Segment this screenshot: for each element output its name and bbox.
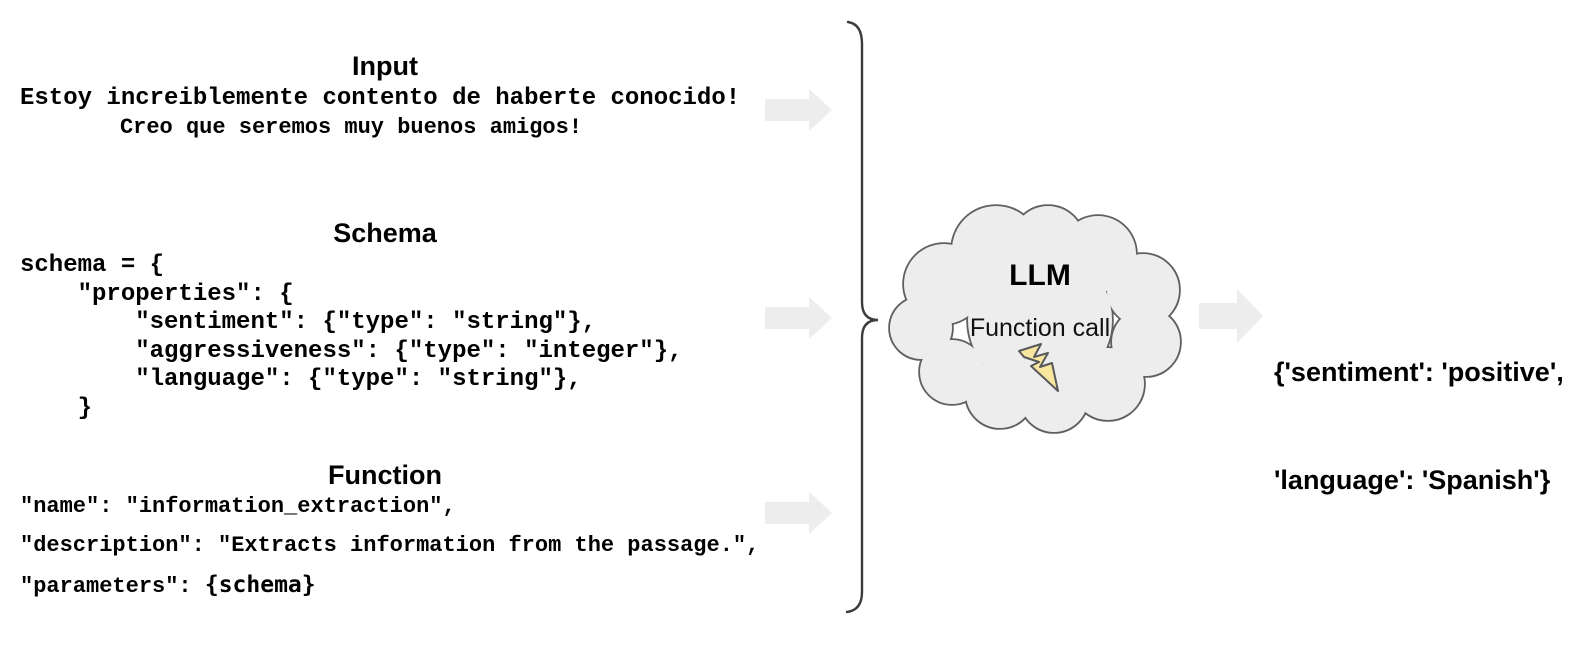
schema-variable-token: {schema} [204,572,316,598]
function-code-line: "name": "information_extraction", [20,494,456,519]
schema-flow-arrow-icon [765,297,832,339]
function-code-line: "description": "Extracts information fro… [20,533,760,558]
function-code-line: "parameters": {schema} [20,574,759,598]
schema-code-line: } [20,394,93,422]
function-code-block: "name": "information_extraction", "descr… [20,496,759,615]
output-flow-arrow-icon [1199,289,1263,343]
llm-label: LLM [1009,259,1071,292]
schema-code-line: "sentiment": {"type": "string"}, [20,309,597,336]
output-result-line-2: 'language': 'Spanish'} [1274,465,1551,495]
schema-code-line: "properties": { [20,280,294,308]
schema-code-line: "aggressiveness": {"type": "integer"}, [20,337,683,365]
function-section-title: Function [328,460,442,490]
llm-function-call-label: Function call [969,314,1111,342]
lightning-bolt-icon [1018,343,1059,392]
input-text-line-2: Creo que seremos muy buenos amigos! [119,115,583,140]
input-flow-arrow-icon [765,89,832,131]
schema-section-title: Schema [333,218,437,248]
schema-code-line: "language": {"type": "string"}, [20,366,582,393]
input-text-line-1: Estoy increiblemente contento de haberte… [20,85,741,112]
output-result-line-1: {'sentiment': 'positive', [1274,357,1564,387]
output-result-text: {'sentiment': 'positive', 'language': 'S… [1274,282,1564,570]
input-section-title: Input [352,51,418,81]
schema-code-block: schema = { "properties": { "sentiment": … [20,252,683,423]
function-flow-arrow-icon [765,492,832,534]
grouping-brace [845,20,879,614]
schema-code-line: schema = { [20,252,165,279]
function-code-line-prefix: "parameters": [20,574,205,599]
